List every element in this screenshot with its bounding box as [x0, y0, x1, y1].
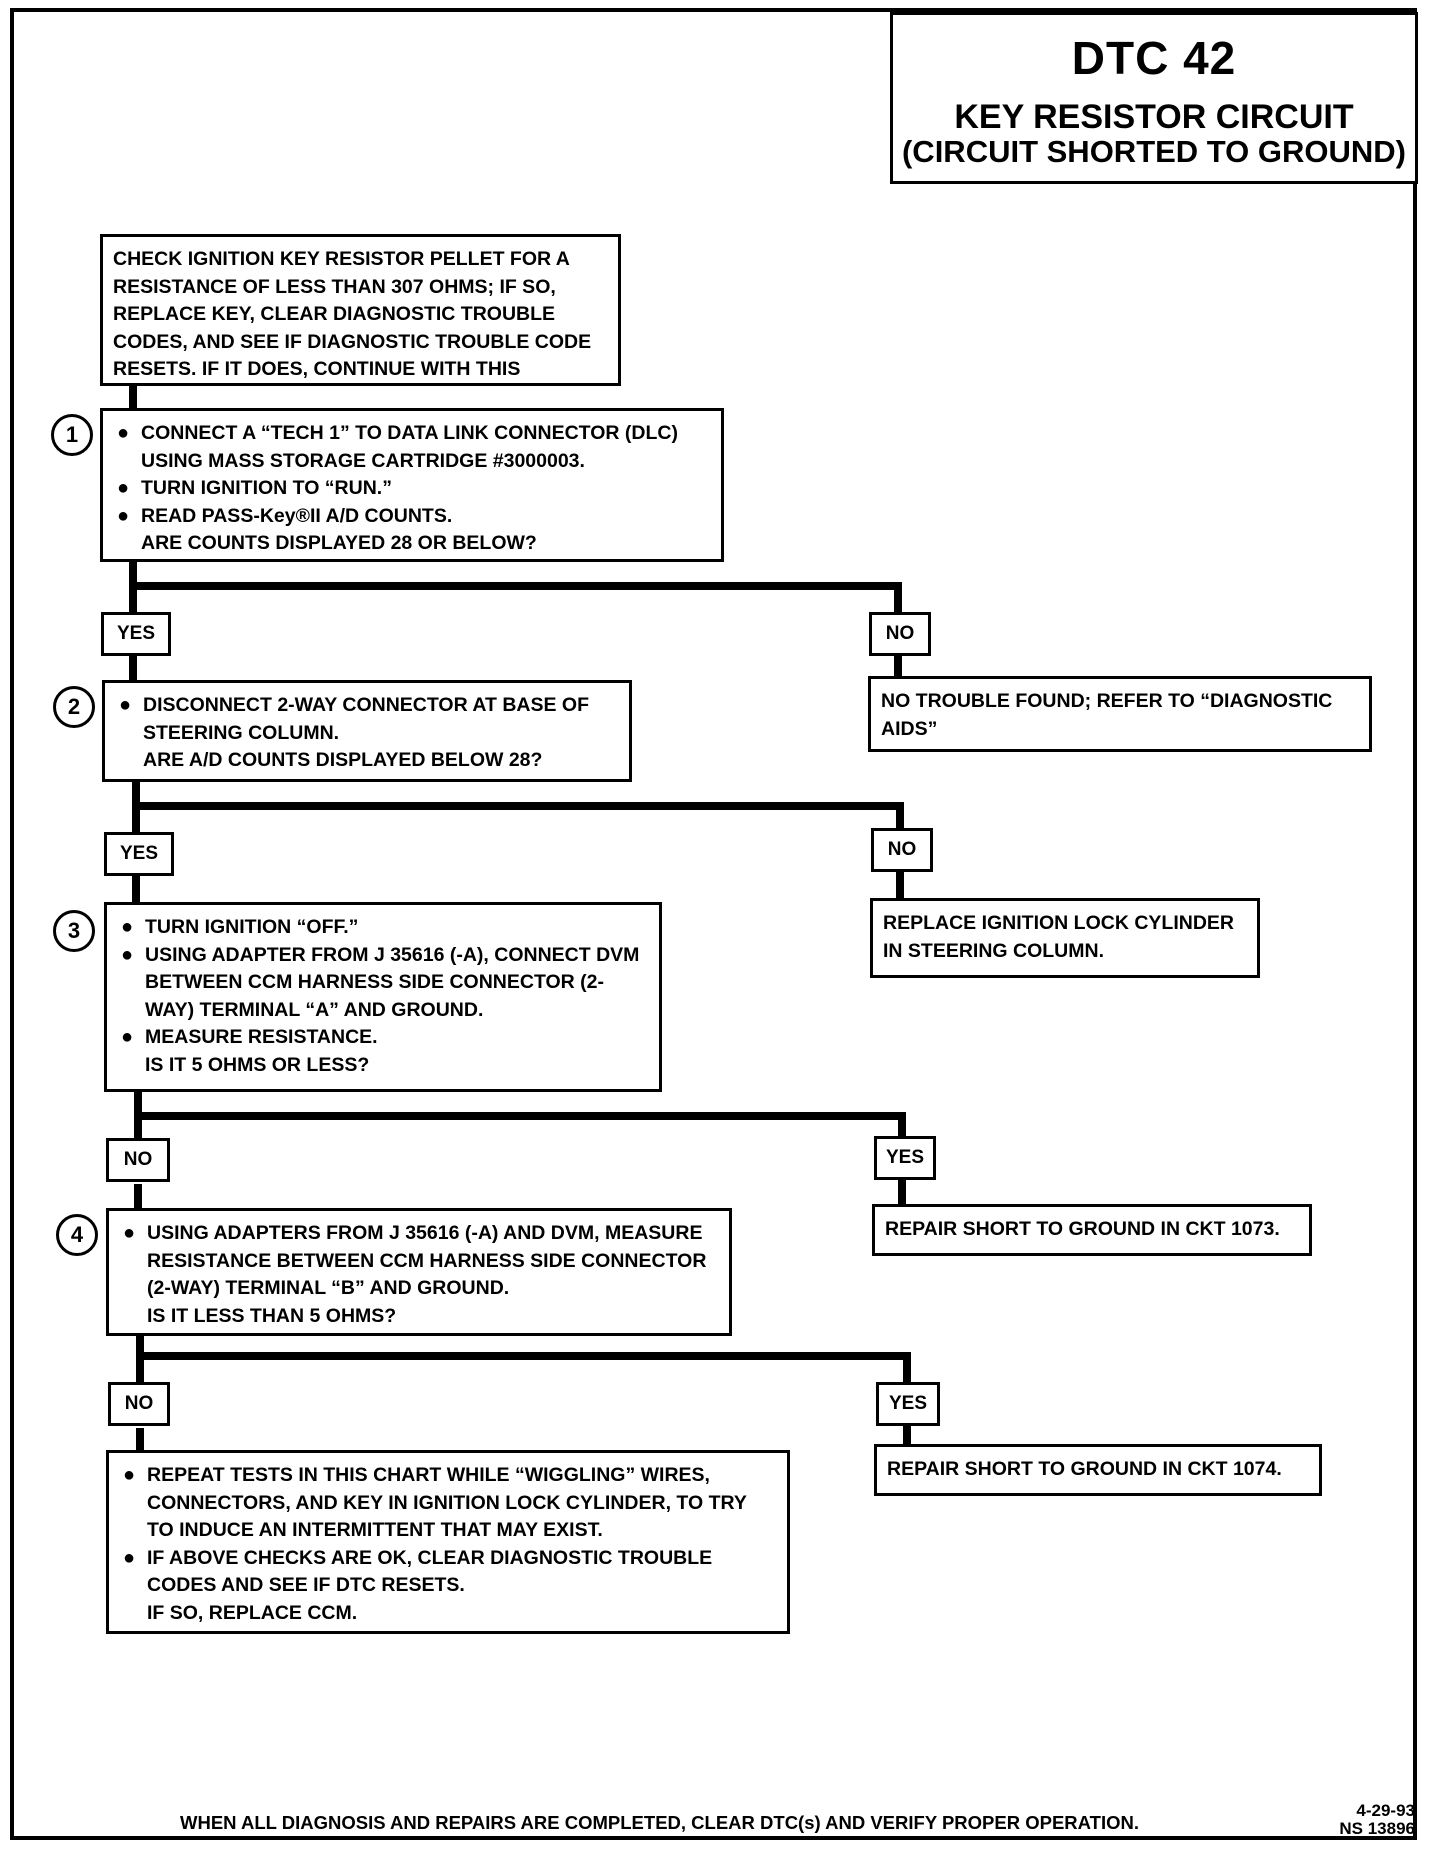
step-4-bullet: ●USING ADAPTERS FROM J 35616 (-A) AND DV… [123, 1222, 707, 1299]
connector-step4-right [140, 1352, 911, 1382]
final-bullets: ●REPEAT TESTS IN THIS CHART WHILE “WIGGL… [119, 1462, 777, 1600]
step-3-bullet: ●TURN IGNITION “OFF.” [121, 916, 359, 938]
step-2-question: ARE A/D COUNTS DISPLAYED BELOW 28? [143, 749, 543, 771]
ref-date: 4-29-93 [1356, 1801, 1415, 1820]
step-box-2: ●DISCONNECT 2-WAY CONNECTOR AT BASE OF S… [102, 680, 632, 782]
step-1-question: ARE COUNTS DISPLAYED 28 OR BELOW? [141, 532, 537, 554]
footer-note: WHEN ALL DIAGNOSIS AND REPAIRS ARE COMPL… [180, 1812, 1139, 1833]
circuit-name: KEY RESISTOR CIRCUIT [954, 98, 1354, 136]
title-block: DTC 42 KEY RESISTOR CIRCUIT (CIRCUIT SHO… [890, 12, 1418, 184]
document-reference: 4-29-93 NS 13896 [1315, 1802, 1415, 1838]
step-1-right-result: NO TROUBLE FOUND; REFER TO “DIAGNOSTIC A… [868, 676, 1372, 752]
dtc-code: DTC 42 [1071, 32, 1237, 84]
final-bullet: ●REPEAT TESTS IN THIS CHART WHILE “WIGGL… [123, 1464, 747, 1541]
ref-code: NS 13896 [1339, 1819, 1415, 1838]
step-2-right-result: REPLACE IGNITION LOCK CYLINDER IN STEERI… [870, 898, 1260, 978]
step-2-right-label: NO [871, 828, 933, 872]
final-conclusion: IF SO, REPLACE CCM. [147, 1601, 358, 1624]
step-box-4: ●USING ADAPTERS FROM J 35616 (-A) AND DV… [106, 1208, 732, 1336]
step-3-left-label: NO [106, 1138, 170, 1182]
step-1-right-result-text: NO TROUBLE FOUND; REFER TO “DIAGNOSTIC A… [881, 690, 1333, 740]
final-box: ●REPEAT TESTS IN THIS CHART WHILE “WIGGL… [106, 1450, 790, 1634]
step-3-question: IS IT 5 OHMS OR LESS? [145, 1053, 370, 1076]
step-1-bullet: ●TURN IGNITION TO “RUN.” [117, 477, 392, 499]
step-2-right-result-text: REPLACE IGNITION LOCK CYLINDER IN STEERI… [883, 912, 1235, 962]
step-box-1: ●CONNECT A “TECH 1” TO DATA LINK CONNECT… [100, 408, 724, 562]
step-3-bullet: ●USING ADAPTER FROM J 35616 (-A), CONNEC… [121, 943, 640, 1021]
step-4-right-label: YES [876, 1382, 940, 1426]
step-2-bullet: ●DISCONNECT 2-WAY CONNECTOR AT BASE OF S… [119, 694, 590, 744]
connector-step1-right [133, 582, 902, 616]
step-4-question: IS IT LESS THAN 5 OHMS? [147, 1304, 397, 1327]
page-border [10, 8, 1417, 1840]
step-number-4: 4 [56, 1214, 98, 1256]
step-3-bullets: ●TURN IGNITION “OFF.” ●USING ADAPTER FRO… [117, 914, 649, 1052]
step-2-left-label: YES [104, 832, 174, 876]
step-4-right-result-text: REPAIR SHORT TO GROUND IN CKT 1074. [887, 1458, 1282, 1480]
connector-step3-right [138, 1112, 906, 1138]
step-3-right-result-text: REPAIR SHORT TO GROUND IN CKT 1073. [885, 1218, 1280, 1240]
step-number-2: 2 [53, 686, 95, 728]
step-4-left-label: NO [108, 1382, 170, 1426]
step-3-right-label: YES [874, 1136, 936, 1180]
step-3-right-result: REPAIR SHORT TO GROUND IN CKT 1073. [872, 1204, 1312, 1256]
step-1-right-label: NO [869, 612, 931, 656]
step-4-bullets: ●USING ADAPTERS FROM J 35616 (-A) AND DV… [119, 1220, 719, 1303]
circuit-condition: (CIRCUIT SHORTED TO GROUND) [901, 134, 1407, 169]
final-bullet: ●IF ABOVE CHECKS ARE OK, CLEAR DIAGNOSTI… [123, 1546, 713, 1597]
step-1-bullets: ●CONNECT A “TECH 1” TO DATA LINK CONNECT… [113, 420, 711, 530]
step-1-bullet: ●READ PASS-Key®II A/D COUNTS. [117, 504, 453, 527]
step-4-right-result: REPAIR SHORT TO GROUND IN CKT 1074. [874, 1444, 1322, 1496]
step-number-3: 3 [53, 910, 95, 952]
step-1-bullet: ●CONNECT A “TECH 1” TO DATA LINK CONNECT… [117, 422, 678, 472]
step-3-bullet: ●MEASURE RESISTANCE. [121, 1026, 378, 1048]
connector-step2-right [136, 802, 904, 828]
step-box-3: ●TURN IGNITION “OFF.” ●USING ADAPTER FRO… [104, 902, 662, 1092]
step-number-1: 1 [51, 414, 93, 456]
step-1-left-label: YES [101, 612, 171, 656]
intro-text: CHECK IGNITION KEY RESISTOR PELLET FOR A… [113, 248, 592, 380]
intro-box: CHECK IGNITION KEY RESISTOR PELLET FOR A… [100, 234, 621, 386]
step-2-bullets: ●DISCONNECT 2-WAY CONNECTOR AT BASE OF S… [115, 692, 619, 747]
